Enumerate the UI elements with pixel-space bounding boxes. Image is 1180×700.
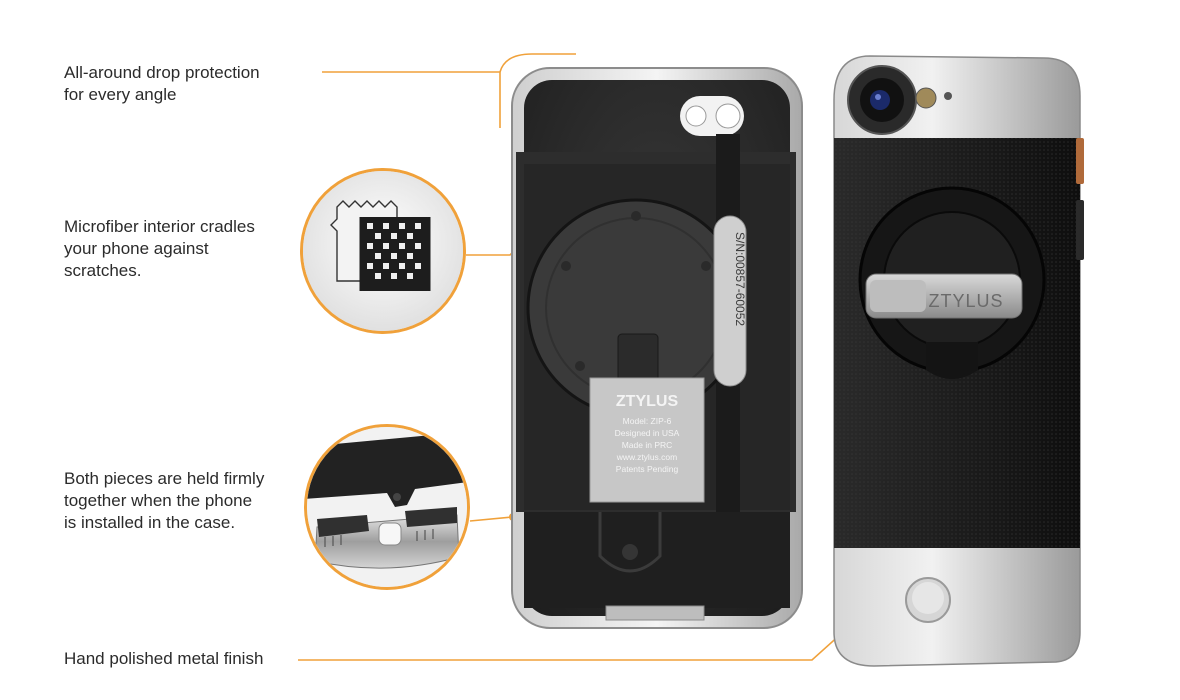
microfiber-texture-icon <box>303 171 463 331</box>
leader-line-pieces <box>469 516 513 522</box>
inner-case-image: S/N:00857-60052 ZTYLUS Model: ZIP-6 Desi… <box>511 67 803 629</box>
microfiber-detail-circle <box>300 168 466 334</box>
leader-line-drop <box>322 71 501 128</box>
outer-case-brand-text: ZTYLUS <box>928 291 1003 311</box>
label-detail-text: Designed in USA <box>615 428 680 438</box>
callout-line: is installed in the case. <box>64 513 236 532</box>
callout-line: your phone against <box>64 239 209 258</box>
callout-metal-finish: Hand polished metal finish <box>64 648 263 670</box>
label-detail-text: Patents Pending <box>616 464 679 474</box>
serial-number-text: S/N:00857-60052 <box>733 232 747 326</box>
label-detail-text: Model: ZIP-6 <box>623 416 672 426</box>
callout-pieces-held: Both pieces are held firmly together whe… <box>64 468 264 534</box>
callout-line: scratches. <box>64 261 142 280</box>
callout-microfiber: Microfiber interior cradles your phone a… <box>64 216 255 282</box>
callout-line: Microfiber interior cradles <box>64 217 255 236</box>
outer-case-image: ZTYLUS <box>833 55 1084 667</box>
callout-line: Both pieces are held firmly <box>64 469 265 488</box>
label-detail-text: Made in PRC <box>622 440 673 450</box>
clip-detail-circle <box>304 424 470 590</box>
leader-line-drop-top <box>499 53 576 73</box>
callout-line: together when the phone <box>64 491 253 510</box>
clip-mechanism-icon <box>307 427 467 587</box>
label-brand-text: ZTYLUS <box>616 393 679 410</box>
label-detail-text: www.ztylus.com <box>616 452 677 462</box>
callout-line: for every angle <box>64 85 177 104</box>
callout-line: Hand polished metal finish <box>64 649 264 668</box>
callout-line: All-around drop protection <box>64 63 260 82</box>
callout-drop-protection: All-around drop protection for every ang… <box>64 62 260 106</box>
